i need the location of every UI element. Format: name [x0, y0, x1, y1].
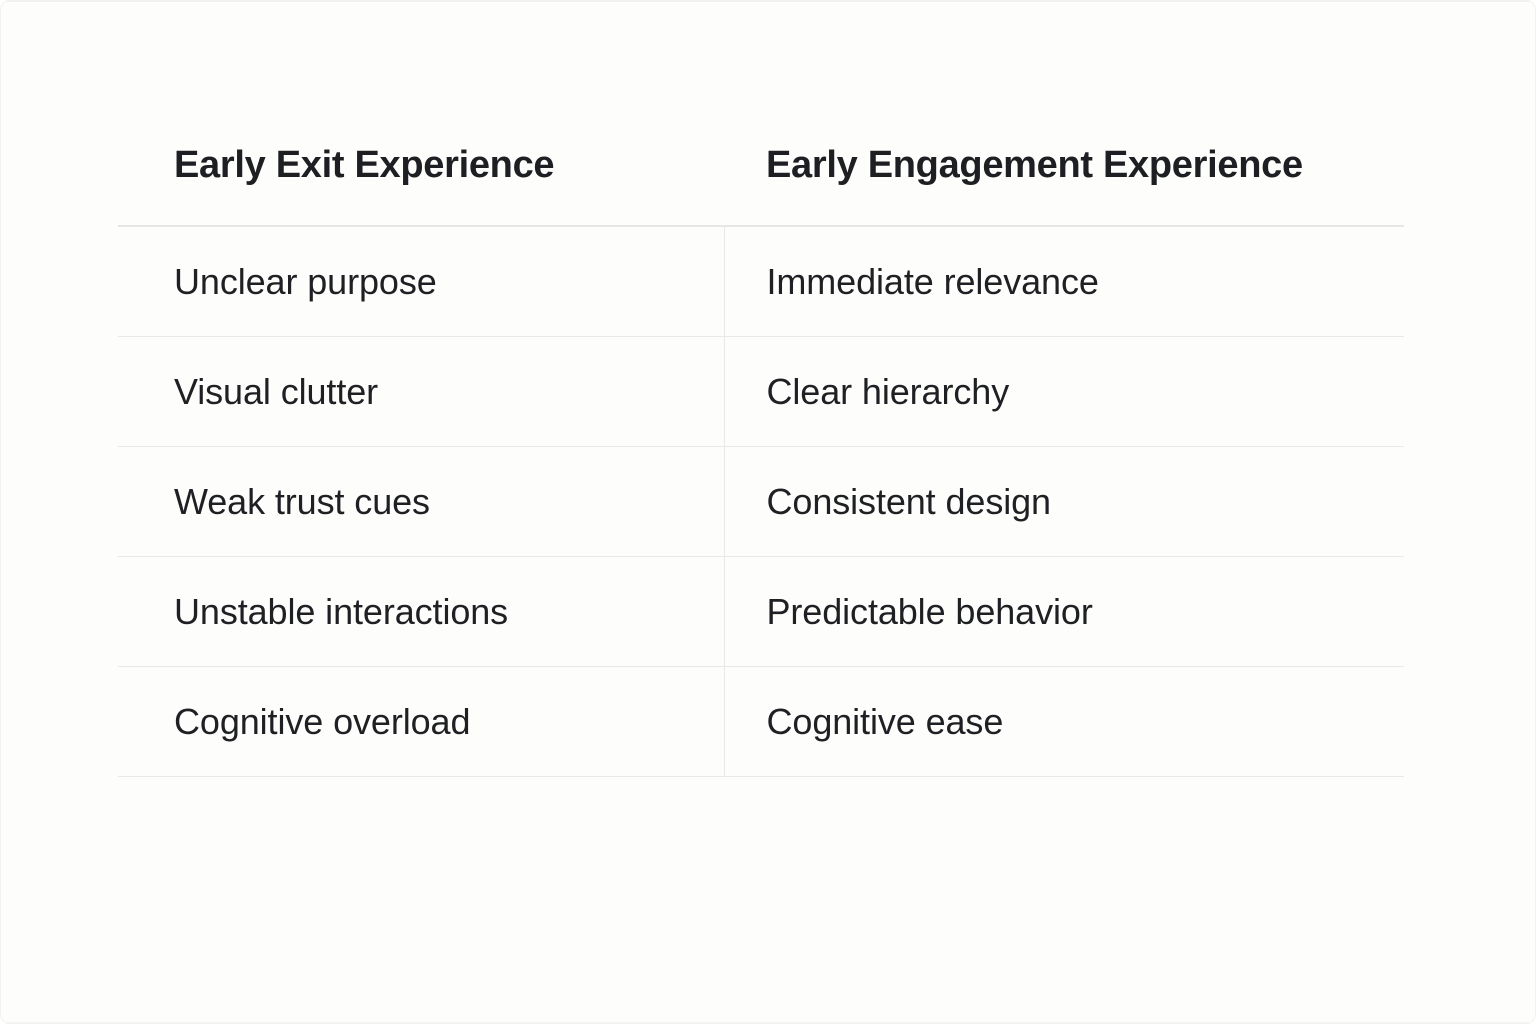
column-header-early-exit-experience: Early Exit Experience — [118, 113, 724, 227]
table-row: Weak trust cues Consistent design — [118, 446, 1404, 557]
table-header: Early Exit Experience Early Engagement E… — [118, 113, 1404, 227]
table-row: Visual clutter Clear hierarchy — [118, 336, 1404, 447]
column-header-early-engagement-experience: Early Engagement Experience — [724, 113, 1404, 227]
cell-engagement-5: Cognitive ease — [723, 666, 1404, 777]
table-row: Unstable interactions Predictable behavi… — [118, 556, 1404, 667]
cell-exit-3: Weak trust cues — [118, 446, 724, 557]
table-body: Unclear purpose Immediate relevance Visu… — [118, 226, 1404, 777]
header-row: Early Exit Experience Early Engagement E… — [118, 113, 1404, 227]
table-row: Unclear purpose Immediate relevance — [118, 226, 1404, 337]
cell-engagement-1: Immediate relevance — [723, 226, 1404, 337]
cell-exit-4: Unstable interactions — [118, 556, 724, 667]
cell-exit-2: Visual clutter — [118, 336, 724, 447]
comparison-table: Early Exit Experience Early Engagement E… — [118, 113, 1404, 777]
cell-engagement-4: Predictable behavior — [723, 556, 1404, 667]
cell-exit-5: Cognitive overload — [118, 666, 724, 777]
table-row: Cognitive overload Cognitive ease — [118, 666, 1404, 777]
cell-engagement-3: Consistent design — [723, 446, 1404, 557]
cell-exit-1: Unclear purpose — [118, 226, 724, 337]
cell-engagement-2: Clear hierarchy — [723, 336, 1404, 447]
